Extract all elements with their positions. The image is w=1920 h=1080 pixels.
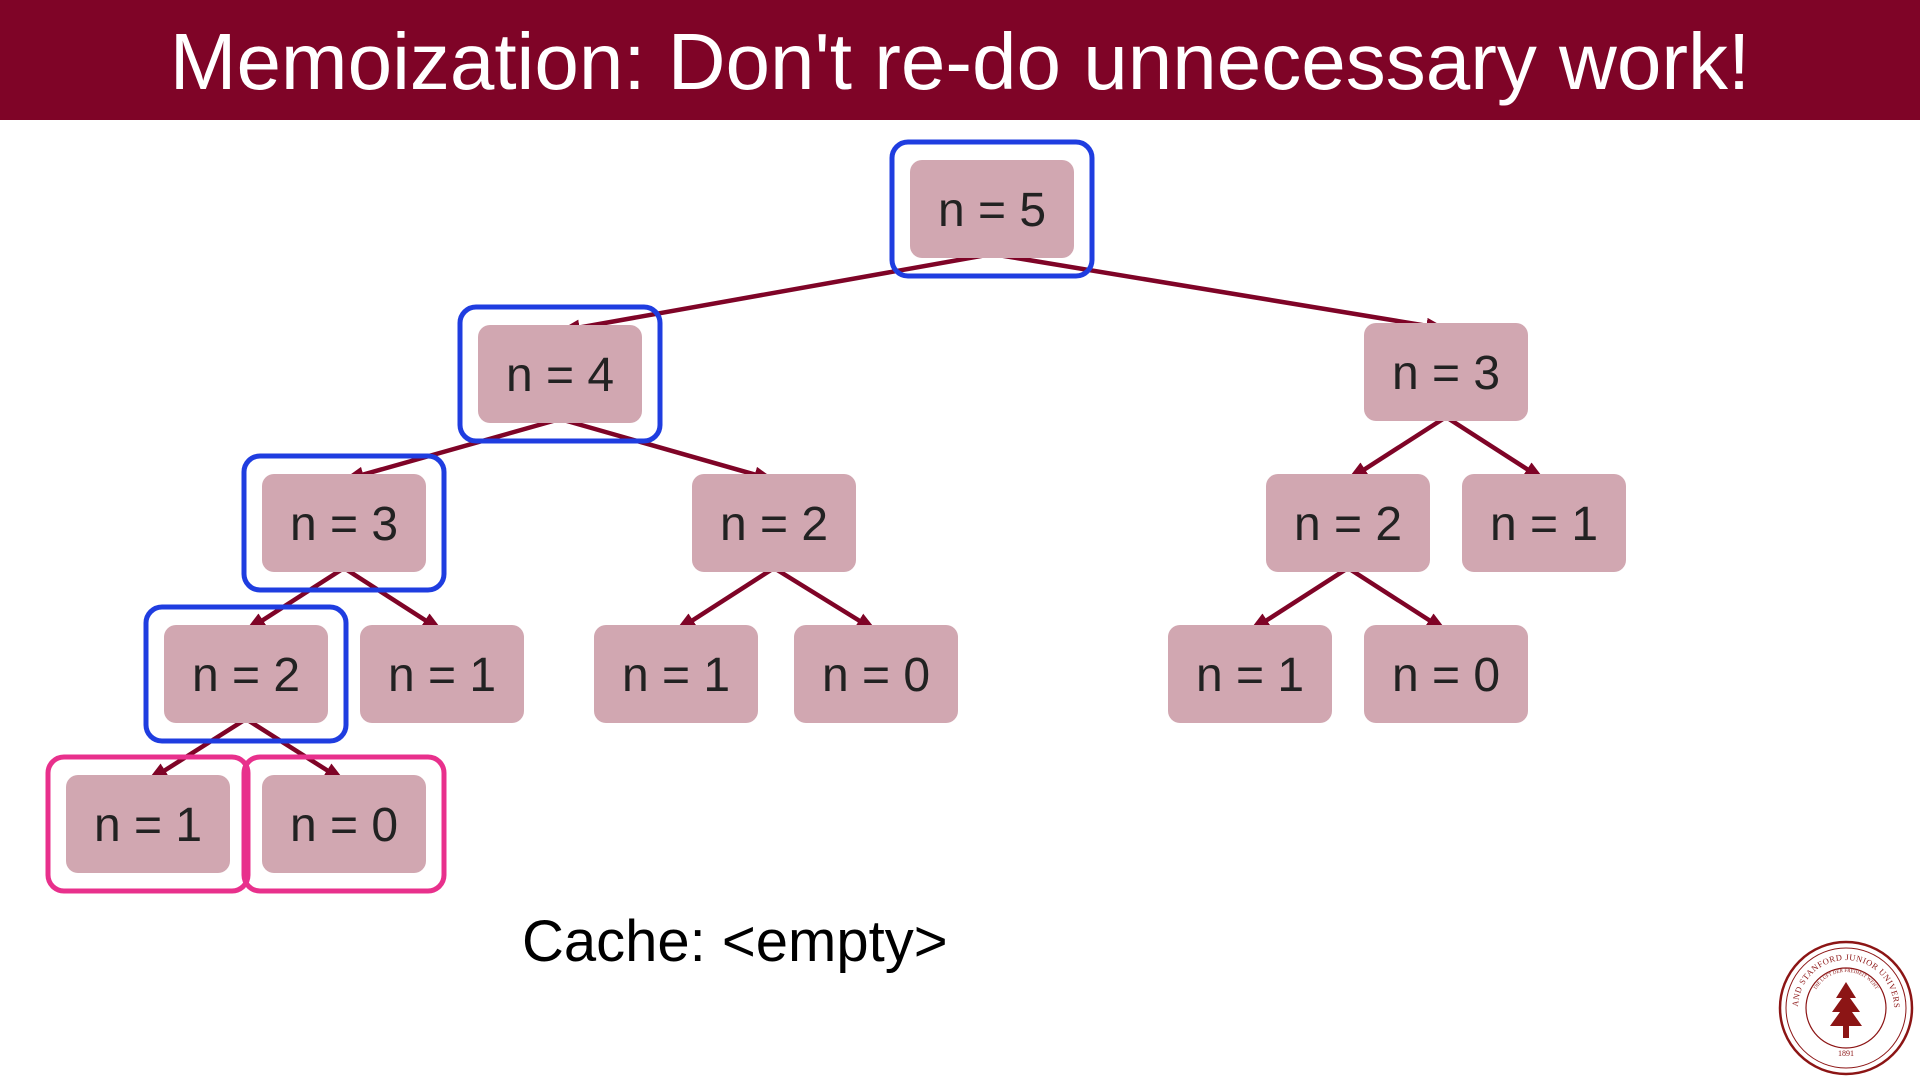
tree-node: n = 2: [164, 625, 328, 723]
tree-node: n = 1: [1462, 474, 1626, 572]
tree-node: n = 0: [262, 775, 426, 873]
tree-node-label: n = 1: [1196, 649, 1304, 702]
tree-node-box: [692, 474, 856, 572]
tree-edge-arrow: [674, 566, 776, 633]
tree-node: n = 0: [794, 625, 958, 723]
tree-edge-arrow: [772, 566, 878, 633]
tree-node-box: [1364, 323, 1528, 421]
tree-node-label: n = 2: [1294, 498, 1402, 551]
tree-node-label: n = 1: [1490, 498, 1598, 551]
seal-year: 1891: [1838, 1049, 1854, 1058]
tree-node: n = 3: [262, 474, 426, 572]
call-highlight-pink: [45, 754, 251, 894]
tree-node: n = 5: [910, 160, 1074, 258]
tree-edge-arrow: [991, 251, 1448, 334]
highlights-layer: [45, 139, 1095, 894]
title-bar: Memoization: Don't re-do unnecessary wor…: [0, 0, 1920, 120]
tree-node-box: [1364, 625, 1528, 723]
tree-node-label: n = 1: [622, 649, 730, 702]
tree-node-box: [910, 160, 1074, 258]
tree-edge-arrow: [146, 717, 248, 783]
tree-node-label: n = 3: [290, 498, 398, 551]
tree-edge-arrow: [1444, 415, 1546, 482]
tree-node: n = 1: [1168, 625, 1332, 723]
tree-node: n = 2: [692, 474, 856, 572]
tree-edge-arrow: [559, 416, 776, 483]
tree-node-box: [1168, 625, 1332, 723]
tree-node-label: n = 3: [1392, 347, 1500, 400]
call-highlight-blue: [457, 304, 663, 444]
tree-node: n = 4: [478, 325, 642, 423]
tree-node-label: n = 2: [720, 498, 828, 551]
stanford-seal-logo: LELAND STANFORD JUNIOR UNIVERSITY DIE LU…: [1776, 940, 1914, 1076]
tree-node-box: [262, 775, 426, 873]
tree-node-box: [594, 625, 758, 723]
tree-node-box: [794, 625, 958, 723]
tree-node-box: [164, 625, 328, 723]
call-highlight-pink: [241, 754, 447, 894]
tree-node: n = 1: [66, 775, 230, 873]
tree-edge-arrow: [244, 566, 346, 633]
call-highlight-blue: [889, 139, 1095, 279]
slide-title: Memoization: Don't re-do unnecessary wor…: [169, 17, 1751, 106]
tree-edge-arrow: [558, 251, 993, 336]
tree-edge-arrow: [342, 416, 561, 483]
tree-node-box: [478, 325, 642, 423]
tree-node: n = 1: [594, 625, 758, 723]
tree-node-box: [262, 474, 426, 572]
tree-node-label: n = 4: [506, 349, 614, 402]
tree-node-label: n = 0: [290, 799, 398, 852]
tree-node-box: [1266, 474, 1430, 572]
tree-node-label: n = 1: [388, 649, 496, 702]
call-highlight-blue: [143, 604, 349, 744]
tree-node-label: n = 5: [938, 184, 1046, 237]
tree-emblem-icon: [1830, 982, 1862, 1038]
tree-edge-arrow: [1346, 566, 1448, 633]
tree-node-label: n = 2: [192, 649, 300, 702]
tree-node: n = 2: [1266, 474, 1430, 572]
tree-node-label: n = 0: [822, 649, 930, 702]
tree-node-box: [66, 775, 230, 873]
tree-node-label: n = 1: [94, 799, 202, 852]
tree-edge-arrow: [342, 566, 444, 633]
tree-edge-arrow: [1346, 415, 1448, 482]
tree-edge-arrow: [1248, 566, 1350, 633]
tree-node: n = 1: [360, 625, 524, 723]
tree-node-box: [1462, 474, 1626, 572]
tree-node: n = 0: [1364, 625, 1528, 723]
tree-node-label: n = 0: [1392, 649, 1500, 702]
tree-node-box: [360, 625, 524, 723]
nodes-layer: n = 5 n = 4 n = 3 n = 3 n = 2 n = 2 n = 1 n = 2…: [66, 160, 1626, 873]
cache-status: Cache: <empty>: [522, 909, 948, 974]
edges-layer: [146, 251, 1546, 783]
tree-node: n = 3: [1364, 323, 1528, 421]
call-highlight-blue: [241, 453, 447, 593]
tree-edge-arrow: [244, 717, 346, 783]
